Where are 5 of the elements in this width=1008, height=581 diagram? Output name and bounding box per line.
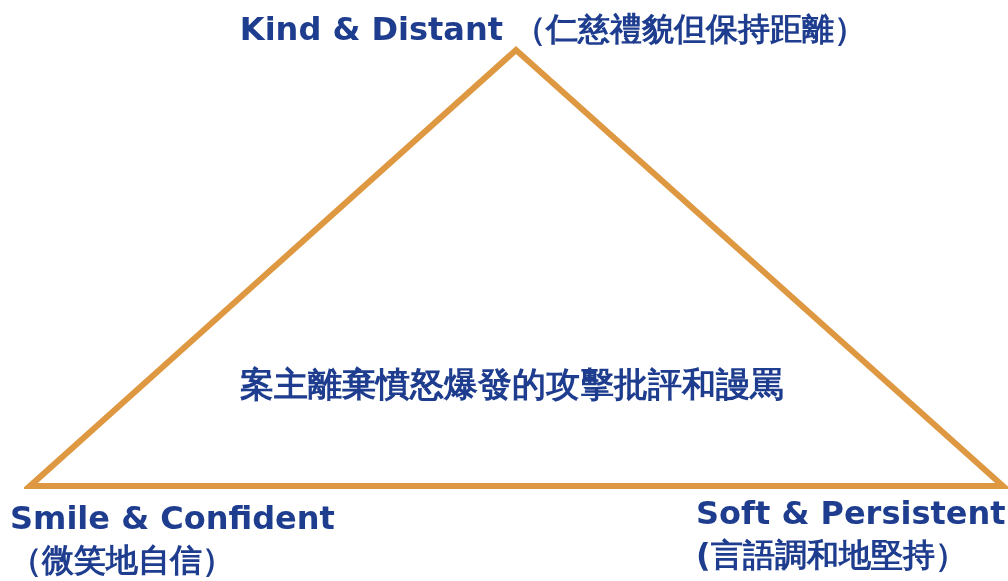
- vertex-label: Smile & Confident （微笑地自信）: [10, 498, 336, 581]
- vertex-label: Soft & Persistent (言語調和地堅持）: [696, 493, 1007, 576]
- vertex-label: Kind & Distant （仁慈禮貌但保持距離）: [239, 9, 867, 50]
- center-text: 案主離棄憤怒爆發的攻擊批評和謾罵: [240, 363, 784, 406]
- triangle: [24, 44, 1008, 492]
